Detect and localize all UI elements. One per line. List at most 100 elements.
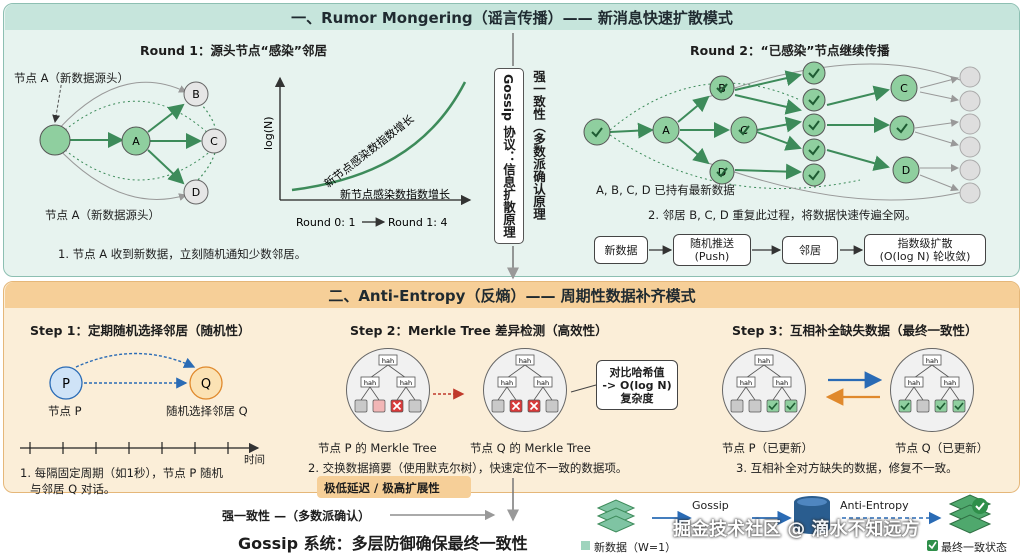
- hash-node-label: hah: [501, 379, 513, 387]
- hash-node-label: hah: [776, 379, 788, 387]
- legend-new-swatch: [581, 541, 590, 550]
- check-icon: [808, 120, 820, 131]
- hash-node-label: hah: [944, 379, 956, 387]
- check-icon: [716, 167, 728, 178]
- tree-q-label: 节点 Q 的 Merkle Tree: [470, 441, 591, 455]
- footer-strong-label: 强一致性 —（多数派确认）: [222, 509, 371, 523]
- node-a: [121, 126, 151, 156]
- flow-box-3-text: 邻居: [799, 243, 821, 257]
- legend-new-label: 新数据（W=1）: [594, 541, 677, 554]
- footer-gossip-label: Gossip: [692, 499, 729, 512]
- consistency-principle-label: 强一致性（多数派确认原理: [531, 70, 546, 220]
- check-icon: [591, 127, 603, 138]
- step1-label-q: 随机选择邻居 Q: [166, 404, 248, 418]
- synced-leaf-icon: [766, 399, 780, 413]
- node-source: [39, 124, 71, 156]
- round1-source-label-top: 节点 A（新数据源头）: [14, 71, 130, 85]
- round2-network: A B C D C D: [583, 61, 981, 204]
- step2-title: Step 2：Merkle Tree 差异检测（高效性）: [350, 323, 608, 338]
- data-leaf: [408, 399, 422, 413]
- hash-node-label: hah: [519, 357, 531, 365]
- hash-node-label: hah: [382, 357, 394, 365]
- step3-label-p: 节点 P（已更新）: [722, 441, 814, 455]
- step1-title: Step 1：定期随机选择邻居（随机性）: [30, 323, 251, 338]
- round2-caption: 2. 邻居 B, C, D 重复此过程，将数据快速传遍全网。: [648, 208, 917, 222]
- r2-node-c2-label: C: [900, 82, 908, 95]
- growth-curve-label: 新节点感染数指数增长: [321, 112, 416, 191]
- node-b: [183, 81, 209, 107]
- flow-box-2-line1: 随机推送: [690, 237, 734, 250]
- growth-ylabel: log(N): [262, 116, 275, 150]
- data-leaf: [354, 399, 368, 413]
- synced-leaf-icon: [934, 399, 948, 413]
- database-icon: [794, 496, 830, 534]
- node-q: [189, 366, 223, 400]
- node-p-letter: P: [62, 377, 70, 392]
- node-a-label: A: [132, 135, 140, 148]
- data-leaf: [545, 399, 559, 413]
- data-leaf: [372, 399, 386, 413]
- compare-line3: 复杂度: [620, 391, 654, 405]
- step1-caption-line2: 与邻居 Q 对话。: [30, 482, 116, 496]
- flow-box-1-text: 新数据: [604, 243, 638, 257]
- step2-highlight-box: [317, 476, 471, 498]
- hash-node-label: hah: [758, 357, 770, 365]
- synced-leaf-icon: [952, 399, 966, 413]
- round1-source-label-bottom: 节点 A（新数据源头）: [45, 208, 161, 222]
- node-d-label: D: [192, 186, 200, 199]
- check-icon: [716, 83, 728, 94]
- check-icon: [896, 123, 908, 134]
- new-data-stack-icon: [596, 499, 636, 533]
- flow-box-new-data: 新数据: [594, 236, 648, 264]
- flow-box-neighbor: 邻居: [782, 236, 838, 264]
- step2-caption: 2. 交换数据摘要（使用默克尔树），快速定位不一致的数据项。: [308, 461, 628, 475]
- merkle-tree-q-updated: hah hah hah: [890, 348, 974, 432]
- node-b-label: B: [192, 88, 200, 101]
- step1-graphics: P Q: [20, 352, 260, 454]
- hash-compare-box: 对比哈希值 -> O(log N) 复杂度: [596, 360, 678, 410]
- flow-box-exponential: 指数级扩散 (O(log N) 轮收敛): [864, 234, 986, 266]
- compare-line1: 对比哈希值: [609, 365, 665, 379]
- final-state-stack-icon: [948, 494, 992, 534]
- growth-x-to: Round 1: 4: [388, 216, 448, 229]
- r2-node-d2-label: D: [902, 164, 910, 177]
- hash-node-label: hah: [926, 357, 938, 365]
- check-icon: [808, 68, 820, 79]
- timeline-label: 时间: [244, 454, 265, 466]
- node-c: [201, 128, 227, 154]
- legend-final-label: 最终一致状态: [941, 541, 1007, 554]
- footer-anti-entropy-label: Anti-Entropy: [840, 499, 909, 512]
- check-icon: [808, 145, 820, 156]
- section2-title: 二、Anti-Entropy（反熵）—— 周期性数据补齐模式: [5, 282, 1019, 308]
- r2-node-c-label: C: [740, 124, 748, 137]
- hash-node-label: hah: [908, 379, 920, 387]
- node-d: [183, 179, 209, 205]
- step1-caption-line1: 1. 每隔固定周期（如1秒），节点 P 随机: [20, 466, 223, 480]
- growth-curve: [291, 81, 467, 192]
- footer-graphics: [390, 478, 992, 551]
- synced-leaf-icon: [784, 399, 798, 413]
- flow-box-2-line2: (Push): [694, 250, 730, 263]
- watermark: 掘金技术社区 @ 滴水不知远方: [673, 519, 920, 540]
- section1-title: 一、Rumor Mongering（谣言传播）—— 新消息快速扩散模式: [5, 4, 1019, 30]
- flow-box-4-line2: (O(log N) 轮收敛): [879, 250, 971, 263]
- growth-chart: log(N) 新节点感染数指数增长 新节点感染数指数增长 Round 0: 1 …: [262, 76, 472, 229]
- merkle-tree-p: hah hah hah: [346, 348, 430, 432]
- step3-caption: 3. 互相补全对方缺失的数据，修复不一致。: [736, 461, 958, 475]
- step2-highlight: 极低延迟 / 极高扩展性: [324, 481, 440, 495]
- flow-box-4-line1: 指数级扩散: [897, 237, 953, 250]
- r2-node-d-label: D: [718, 166, 726, 179]
- step3-label-q: 节点 Q（已更新）: [895, 441, 989, 455]
- hash-node-label: hah: [400, 379, 412, 387]
- check-icon: [738, 125, 750, 136]
- growth-x-from: Round 0: 1: [296, 216, 356, 229]
- hash-node-label: hah: [364, 379, 376, 387]
- data-leaf: [748, 399, 762, 413]
- footer-summary: Gossip 系统：多层防御确保最终一致性: [238, 534, 528, 553]
- data-leaf: [491, 399, 505, 413]
- round2-latest-note: A, B, C, D 已持有最新数据: [596, 183, 735, 197]
- round2-title: Round 2：“已感染”节点继续传播: [690, 43, 890, 58]
- round1-network: A B C D: [39, 79, 227, 205]
